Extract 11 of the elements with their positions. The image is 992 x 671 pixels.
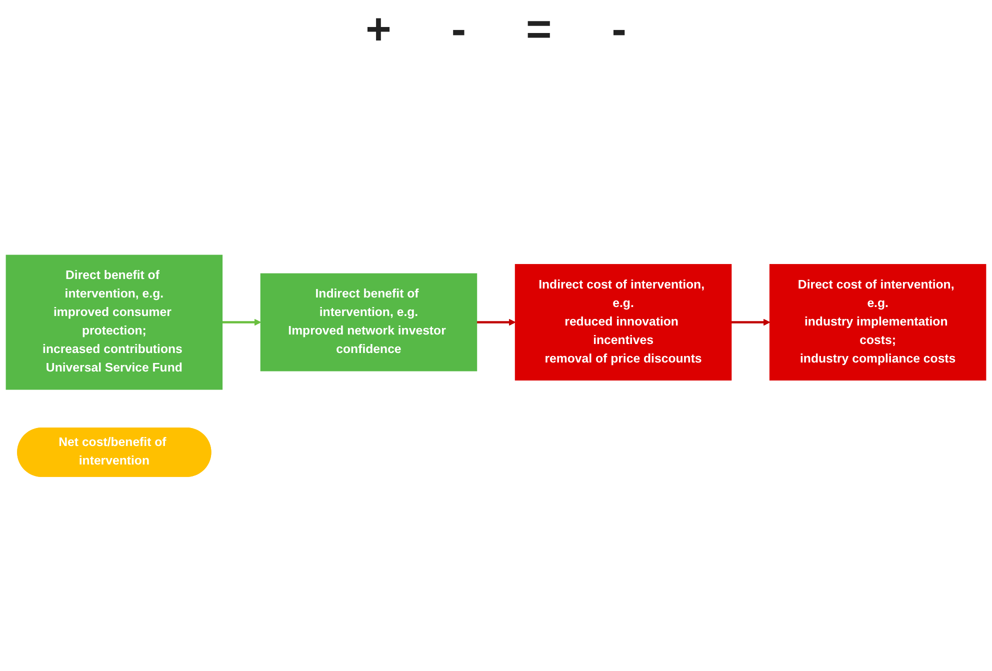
node-box: Direct benefit of intervention, e.g. improved consumer protection; increased contributions Universal Service Fund <box>6 254 223 390</box>
node-box: Indirect benefit of intervention, e.g. Improved network investor confidence <box>260 272 478 371</box>
arrow <box>222 318 262 326</box>
operator-sign: - <box>451 5 466 55</box>
arrow <box>731 318 770 326</box>
node-box: Direct cost of intervention, e.g. industry implementation costs; industry compliance costs <box>769 264 986 380</box>
arrow <box>476 318 516 326</box>
operator-sign: = <box>526 5 552 55</box>
operator-sign: + <box>366 5 392 55</box>
operator-sign: - <box>612 5 626 55</box>
node-box: Indirect cost of intervention, e.g. reduced innovation incentives removal of price discounts <box>514 264 732 380</box>
